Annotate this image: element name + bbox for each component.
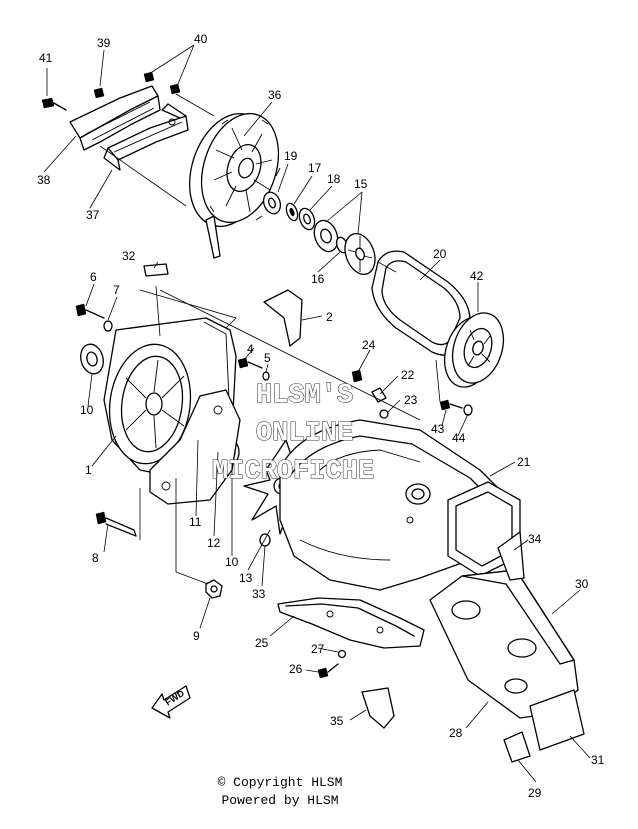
pad-35-part [361, 687, 395, 729]
callout-35: 35 [330, 714, 344, 728]
callout-28: 28 [449, 726, 463, 740]
callout-32: 32 [122, 249, 136, 263]
callout-31: 31 [591, 753, 605, 767]
fitting-22-24-part [351, 369, 389, 419]
callout-18: 18 [327, 172, 341, 186]
duct-cover-part [429, 531, 579, 719]
callout-16: 16 [311, 272, 325, 286]
label-32-part [143, 263, 169, 277]
bolt-41-part [41, 97, 67, 111]
lower-bracket-part [277, 597, 425, 649]
callout-19: 19 [284, 149, 298, 163]
callout-43: 43 [431, 422, 445, 436]
pad-29-part [503, 731, 531, 763]
copyright-text: © Copyright HLSM [217, 775, 343, 790]
callout-23: 23 [404, 393, 418, 407]
backing-plate-part [149, 389, 241, 505]
callout-13: 13 [239, 571, 253, 585]
callout-2: 2 [326, 310, 333, 324]
callout-22: 22 [401, 368, 415, 382]
rear-bracket-part [69, 85, 189, 171]
callout-24: 24 [362, 338, 376, 352]
clutch-pulley-part [443, 312, 505, 388]
powered-by-text: Powered by HLSM [221, 793, 339, 808]
callout-38: 38 [37, 173, 51, 187]
callout-8: 8 [92, 551, 99, 565]
pulley-part [313, 219, 376, 275]
watermark: HLSM'S ONLINE MICROFICHE [211, 380, 374, 487]
bolt-26-27-part [317, 649, 347, 679]
callout-labels: 41 39 40 38 37 36 19 17 18 15 16 20 42 3… [37, 32, 605, 800]
bolt-8-part [95, 511, 137, 537]
bearing-stack-part [262, 191, 316, 231]
callout-37: 37 [86, 208, 100, 222]
nut-9-part [205, 579, 223, 599]
callout-42: 42 [470, 269, 484, 283]
callout-leaders [43, 44, 591, 783]
callout-5: 5 [264, 351, 271, 365]
callout-34: 34 [528, 532, 542, 546]
blower-housing-part [279, 419, 521, 591]
watermark-line-2: ONLINE [256, 419, 353, 449]
pad-31-part [529, 689, 585, 751]
callout-36: 36 [268, 88, 282, 102]
callout-10a: 10 [80, 403, 94, 417]
fan-shroud-cover-part [189, 112, 281, 259]
callout-4: 4 [247, 342, 254, 356]
callout-44: 44 [452, 431, 466, 445]
callout-9: 9 [193, 629, 200, 643]
callout-6: 6 [90, 270, 97, 284]
callout-39: 39 [97, 36, 111, 50]
callout-27: 27 [311, 642, 325, 656]
callout-33: 33 [252, 587, 266, 601]
watermark-line-1: HLSM'S [256, 381, 353, 411]
callout-26: 26 [289, 662, 303, 676]
callout-29: 29 [528, 786, 542, 800]
bolt-4-5-part [237, 357, 270, 381]
callout-7: 7 [113, 283, 120, 297]
callout-40: 40 [194, 32, 208, 46]
callout-11: 11 [189, 515, 202, 529]
callout-41: 41 [39, 51, 53, 65]
bolt-43-44-part [439, 399, 473, 416]
callout-25: 25 [255, 636, 269, 650]
callout-20: 20 [433, 247, 447, 261]
callout-12: 12 [207, 536, 221, 550]
grommet-33-part [259, 533, 271, 547]
callout-30: 30 [575, 577, 589, 591]
watermark-line-3: MICROFICHE [212, 457, 374, 487]
callout-10b: 10 [225, 555, 239, 569]
assembly-lines [99, 93, 441, 585]
callout-15: 15 [354, 177, 368, 191]
callout-17: 17 [308, 161, 322, 175]
bolt-40-part [143, 71, 181, 95]
fwd-arrow-icon: FWD [151, 685, 191, 719]
bolt-6-part [75, 303, 113, 332]
seal-2-part [263, 289, 303, 347]
bearing-left-part [80, 343, 104, 375]
bolt-39-part [93, 87, 105, 99]
callout-1: 1 [85, 463, 92, 477]
callout-21: 21 [517, 455, 531, 469]
